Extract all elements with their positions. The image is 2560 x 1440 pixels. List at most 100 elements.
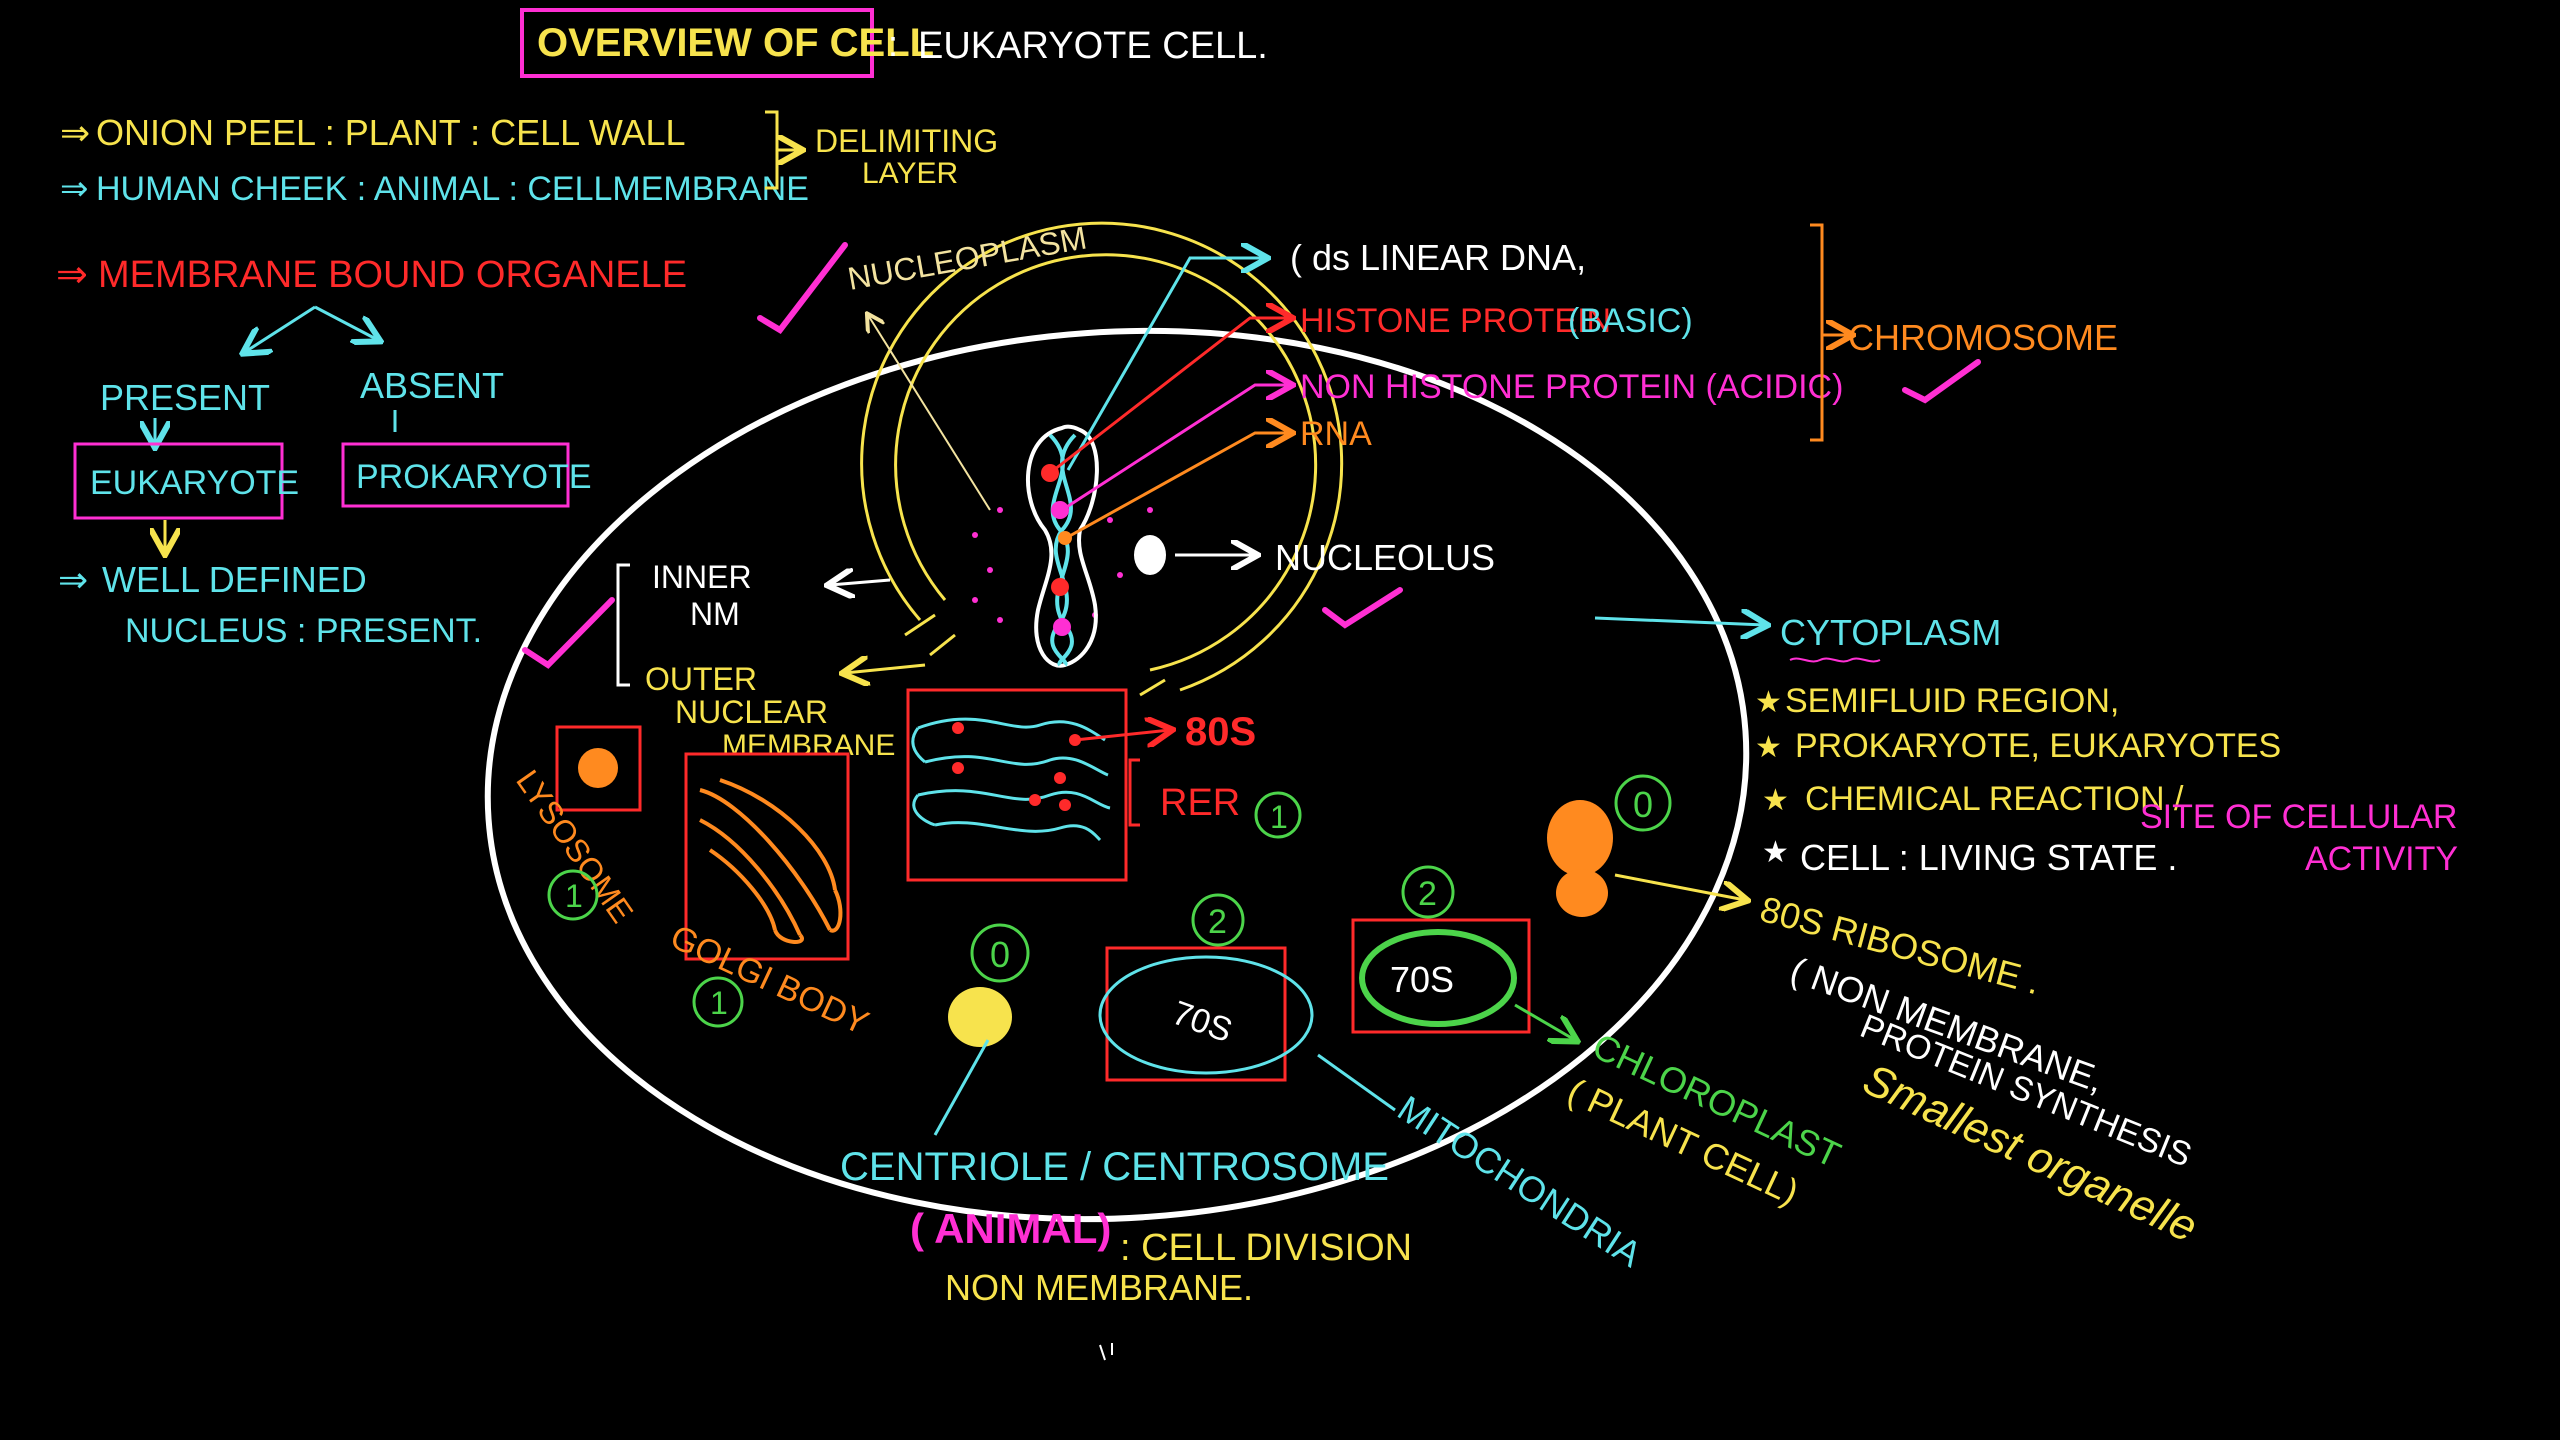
chloro-70s-label: 70S (1390, 959, 1454, 1000)
dna-pointer (1066, 258, 1265, 471)
eukaryote-box (73, 442, 284, 520)
nucleus-arrow: ⇒ (58, 559, 88, 600)
absent-label: ABSENT (360, 365, 504, 406)
cheek-arrow: ⇒ (60, 170, 89, 208)
ribosome-number: 0 (1633, 784, 1653, 825)
centriole-organelle (948, 987, 1012, 1047)
onion-peel-line: ONION PEEL : PLANT : CELL WALL (96, 112, 686, 153)
cytoplasm-pointer (1594, 618, 1765, 625)
non-histone-dot (1051, 501, 1069, 519)
title-colon: : (888, 23, 898, 64)
cytoplasm-point-3: CHEMICAL REACTION / (1805, 780, 2184, 818)
nucleolus-label: NUCLEOLUS (1275, 537, 1495, 578)
cytoplasm-star-2: ★ (1755, 731, 1782, 764)
cytoplasm-point-2: PROKARYOTE, EUKARYOTES (1795, 727, 2281, 765)
inner-nm-label-1: INNER (652, 559, 752, 595)
outer-nuclear-membrane (860, 221, 1344, 692)
lysosome-number: 1 (565, 878, 583, 914)
well-defined-label: WELL DEFINED (102, 559, 367, 600)
golgi-label: GOLGI BODY (665, 918, 875, 1043)
tree-branch-right (314, 305, 378, 340)
non-histone-pointer (1061, 385, 1290, 512)
cytoplasm-point-1: SEMIFLUID REGION, (1785, 682, 2119, 720)
cell-division-label: : CELL DIVISION (1120, 1227, 1412, 1269)
rer-box (906, 688, 1128, 882)
chloro-number: 2 (1418, 875, 1437, 913)
histone-protein-label: HISTONE PROTEIN (1300, 302, 1611, 340)
human-cheek-line: HUMAN CHEEK : ANIMAL : CELLMEMBRANE (96, 170, 809, 208)
outer-nm-label-3: MEMBRANE (722, 729, 895, 762)
mito-box (1105, 946, 1287, 1082)
mito-pointer (1317, 1053, 1396, 1112)
histone-dot-2 (1051, 578, 1069, 596)
page-subtitle: EUKARYOTE CELL. (918, 25, 1268, 67)
nucleolus (1134, 535, 1166, 575)
mito-number-circle (1191, 893, 1245, 947)
chloro-box (1351, 918, 1531, 1034)
mito-70s-label: 70S (1167, 994, 1237, 1050)
nucleoplasm-check-mark (757, 242, 848, 334)
ribosome-large-subunit (1547, 800, 1613, 876)
chromosome-outline (1026, 424, 1099, 668)
eukaryote-label: EUKARYOTE (90, 464, 299, 502)
outer-nm-label-1: OUTER (645, 661, 757, 697)
mito-number: 2 (1208, 903, 1227, 941)
golgi-cisternae (699, 778, 843, 944)
inner-nuclear-membrane (894, 253, 1318, 672)
golgi-box (684, 752, 850, 961)
prokaryote-box (341, 442, 570, 508)
inner-nm-label-2: NM (690, 596, 740, 632)
nm-check-mark (522, 597, 615, 669)
rer-number: 1 (1270, 799, 1288, 835)
chloro-number-circle (1401, 865, 1455, 919)
ribosome-pointer (1614, 873, 1745, 900)
ribosome-small-subunit (1556, 869, 1608, 917)
present-label: PRESENT (100, 377, 270, 418)
rer-bracket (1128, 758, 1140, 827)
onion-arrow: ⇒ (60, 112, 90, 153)
lysosome-number-circle (547, 869, 599, 921)
cell-membrane (484, 327, 1750, 1223)
cytoplasm-star-4: ★ (1762, 836, 1789, 869)
chloroplast-organelle (1359, 929, 1517, 1027)
rer-ribosomes (952, 722, 1081, 811)
cytoplasm-point-3c: ACTIVITY (2305, 840, 2458, 878)
cytoplasm-underline (1789, 657, 1881, 663)
page-title: OVERVIEW OF CELL (537, 21, 934, 65)
cytoplasm-point-3b: SITE OF CELLULAR (2140, 798, 2457, 836)
chromosome-check-mark (1902, 359, 1981, 404)
rer-membranes (911, 717, 1111, 842)
nucleoplasm-pointer (868, 315, 991, 511)
ribosome-number-circle (1614, 774, 1672, 832)
chloro-pointer (1514, 1003, 1575, 1040)
outer-nm-pointer (845, 665, 926, 673)
rna-dot (1058, 531, 1072, 545)
centriole-pointer (933, 1039, 990, 1136)
prokaryote-label: PROKARYOTE (356, 458, 592, 496)
lysosome-box (555, 725, 642, 812)
nuclear-pore-left (904, 613, 956, 657)
non-histone-protein-label: NON HISTONE PROTEIN (ACIDIC) (1300, 368, 1843, 406)
non-membrane-label: NON MEMBRANE. (945, 1267, 1253, 1308)
tree-branch-left (245, 305, 316, 352)
mitochondria-organelle (1098, 955, 1314, 1075)
ribosome-80s-label: 80S (1185, 710, 1256, 754)
nuclear-pore-bottom (1139, 678, 1166, 697)
inner-nm-bracket (616, 563, 630, 687)
ribosome-80s-pointer (1074, 730, 1170, 740)
golgi-number-circle (692, 976, 744, 1028)
cytoplasm-label: CYTOPLASM (1780, 612, 2001, 653)
outer-nm-label-2: NUCLEAR (675, 694, 828, 730)
rer-number-circle (1254, 791, 1302, 839)
dna-strand-1 (1048, 433, 1074, 667)
delimiting-bracket (765, 110, 800, 190)
histone-pointer (1049, 318, 1290, 475)
rna-pointer (1065, 433, 1290, 540)
rna-label: RNA (1300, 415, 1372, 453)
nucleoplasm-dots (972, 507, 1153, 623)
cytoplasm-star-1: ★ (1755, 686, 1782, 719)
cytoplasm-point-4: CELL : LIVING STATE . (1800, 837, 2177, 878)
golgi-number: 1 (710, 985, 728, 1021)
cytoplasm-star-3: ★ (1762, 784, 1789, 817)
